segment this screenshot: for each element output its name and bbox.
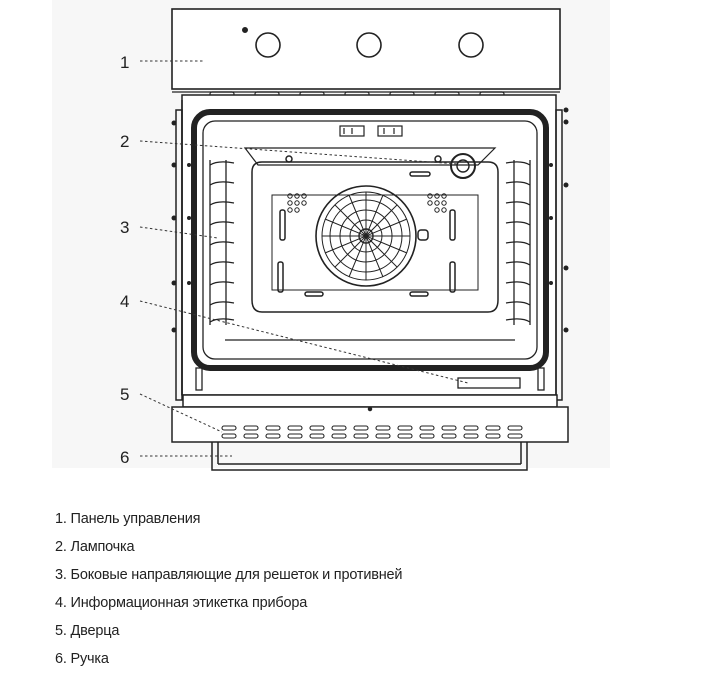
convection-fan-icon [315, 185, 417, 287]
top-lamp-holder [339, 125, 403, 137]
callout-leader-2 [139, 140, 459, 165]
lamp-icon [450, 153, 476, 179]
indicator-dot-icon [242, 26, 249, 33]
left-side-rails [209, 160, 235, 325]
legend-item-handle: 6. Ручка [55, 651, 109, 667]
callout-leader-3 [139, 226, 219, 239]
callout-number-6: 6 [120, 448, 129, 467]
callout-number-2: 2 [120, 132, 129, 151]
callout-leader-5 [139, 393, 223, 433]
knob-2-icon [356, 32, 382, 58]
oven-diagram: 1 2 3 4 5 6 [120, 8, 569, 471]
legend-item-lamp: 2. Лампочка [55, 539, 135, 555]
back-panel [251, 155, 499, 313]
knob-1-icon [255, 32, 281, 58]
parts-legend: 1. Панель управления 2. Лампочка 3. Боко… [55, 505, 402, 673]
callout-number-1: 1 [120, 53, 129, 72]
door-hinges [195, 367, 545, 391]
legend-item-control-panel: 1. Панель управления [55, 511, 201, 527]
legend-item-door: 5. Дверца [55, 623, 120, 639]
callout-number-5: 5 [120, 385, 129, 404]
oven-body [175, 94, 563, 401]
right-side-rails [505, 160, 531, 325]
knob-3-icon [458, 32, 484, 58]
callout-leaders [139, 60, 469, 457]
legend-item-side-rails: 3. Боковые направляющие для решеток и пр… [55, 567, 403, 583]
control-panel [171, 8, 561, 90]
callout-number-3: 3 [120, 218, 129, 237]
legend-item-info-label: 4. Информационная этикетка прибора [55, 595, 308, 611]
side-mount-holes [171, 107, 569, 333]
back-panel-vent-holes [287, 193, 447, 213]
callout-number-4: 4 [120, 292, 129, 311]
info-label [457, 377, 521, 389]
door-vent-slots [221, 425, 523, 439]
oven-door [171, 394, 569, 443]
oven-cavity [191, 109, 549, 371]
panel-vents [172, 91, 560, 97]
callout-leader-4 [139, 300, 469, 384]
